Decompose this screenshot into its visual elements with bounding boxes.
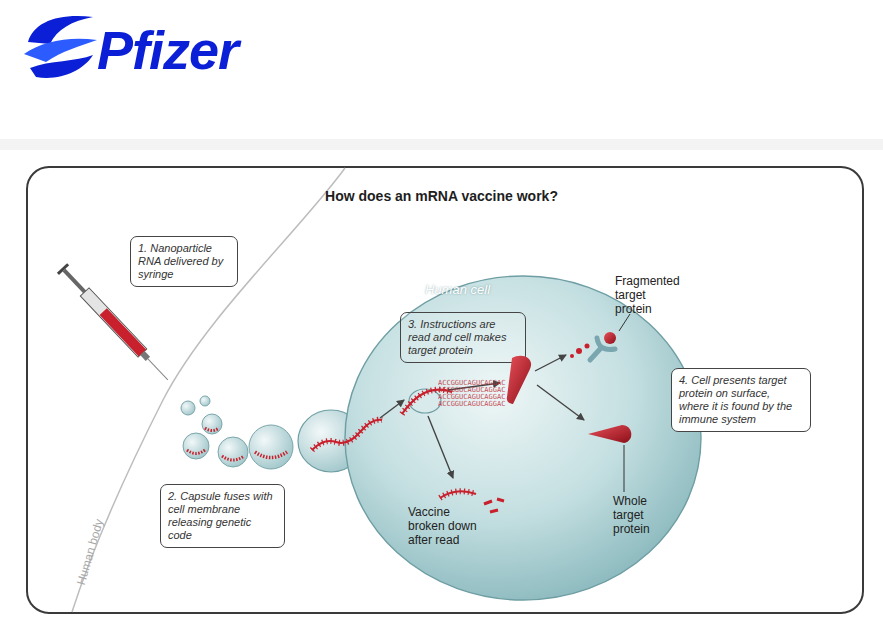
brand-wordmark: Pfizer bbox=[97, 19, 238, 81]
nanoparticles bbox=[181, 396, 293, 469]
logo-swoosh bbox=[30, 55, 93, 78]
syringe-barrel bbox=[80, 288, 146, 357]
rna-strand bbox=[205, 428, 219, 431]
callout-label: Vaccine broken down after read bbox=[408, 505, 480, 547]
sequence-text: ACCGGUCAGUCAGGAC bbox=[438, 401, 505, 408]
syringe-rod bbox=[63, 269, 87, 294]
step-text: 1. Nanoparticle RNA delivered by syringe bbox=[138, 242, 230, 281]
sequence-text: ACCGGUCAGUCAGGAC bbox=[438, 394, 505, 401]
human-cell: Human cell 3. Instructions are read and c… bbox=[343, 274, 703, 602]
rna-strand bbox=[187, 450, 205, 454]
cell-label: Human cell bbox=[425, 282, 490, 297]
sequence-text: ACCGGUCAGUCAGGAC bbox=[438, 380, 505, 387]
rna-strand bbox=[255, 452, 287, 458]
step-box: 3. Instructions are read and cell makes … bbox=[400, 312, 526, 363]
nanoparticle bbox=[183, 433, 209, 459]
step-box: 4. Cell presents target protein on surfa… bbox=[671, 368, 811, 432]
header-band bbox=[0, 139, 883, 150]
rna-strand bbox=[222, 456, 244, 460]
step-text: 2. Capsule fuses with cell membrane rele… bbox=[168, 490, 277, 542]
sequence-text: ACCGGUCAGUCAGGAC bbox=[438, 387, 505, 394]
nanoparticle bbox=[202, 414, 222, 434]
callout-label: Whole target protein bbox=[613, 494, 663, 536]
diagram-frame bbox=[27, 167, 863, 613]
step-box: 2. Capsule fuses with cell membrane rele… bbox=[160, 484, 285, 548]
syringe-fluid bbox=[100, 308, 146, 356]
callout-label: Fragmented target protein bbox=[615, 274, 685, 316]
step-text: 4. Cell presents target protein on surfa… bbox=[679, 374, 803, 426]
nanoparticle bbox=[181, 401, 195, 415]
step-text: 3. Instructions are read and cell makes … bbox=[408, 318, 518, 357]
nanoparticle bbox=[249, 425, 293, 469]
nanoparticle bbox=[218, 437, 248, 467]
cell-membrane bbox=[345, 276, 701, 600]
step-box: 1. Nanoparticle RNA delivered by syringe bbox=[130, 236, 238, 287]
diagram-title: How does an mRNA vaccine work? bbox=[0, 188, 883, 205]
nanoparticle bbox=[200, 396, 210, 406]
pfizer-logo bbox=[24, 16, 97, 78]
body-boundary bbox=[72, 168, 345, 612]
syringe-needle bbox=[148, 359, 168, 380]
